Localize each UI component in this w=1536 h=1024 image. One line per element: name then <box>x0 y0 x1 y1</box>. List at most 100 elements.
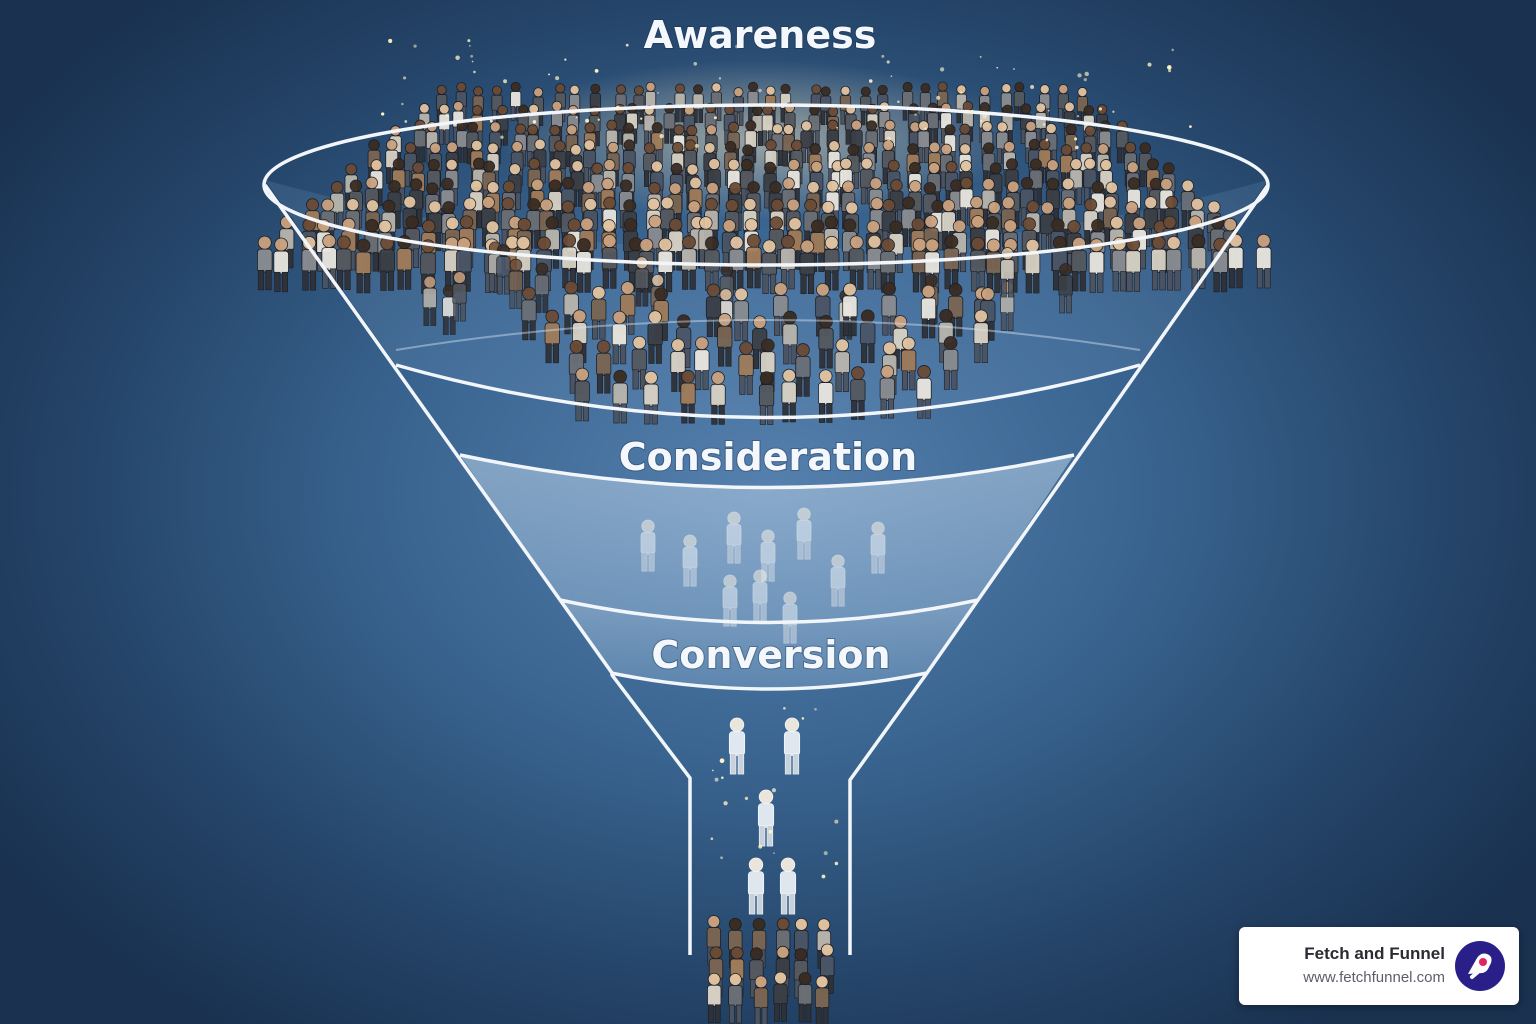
person-figure <box>842 282 858 337</box>
divider-conversion-bottom <box>610 671 928 691</box>
sparkle-dot <box>1074 137 1078 141</box>
sparkle-dot <box>615 105 620 110</box>
person-figure <box>797 972 813 1023</box>
person-figure <box>670 338 686 392</box>
person-figure <box>795 343 811 397</box>
person-figure <box>758 371 775 425</box>
person-figure <box>1151 235 1167 291</box>
sparkle-dot <box>694 143 699 148</box>
sparkle-dot <box>868 79 873 83</box>
sparkle-dot <box>720 856 723 860</box>
sparkle-dot <box>470 54 474 58</box>
sparkle-dot <box>1112 110 1115 113</box>
sparkle-dot <box>713 116 717 120</box>
sparkle-dot <box>445 113 450 118</box>
sparkle-dot <box>693 61 698 66</box>
sparkle-dot <box>1171 48 1175 52</box>
funnel-left-wall <box>263 183 692 955</box>
sparkle-dot <box>982 113 987 119</box>
person-figure <box>521 286 537 341</box>
person-figure <box>728 973 743 1024</box>
sparkle-dot <box>771 788 777 793</box>
person-figure <box>355 238 372 294</box>
sparkle-dot <box>721 776 724 780</box>
sparkle-dot <box>1013 68 1015 70</box>
sparkle-dot <box>625 43 629 47</box>
person-figure <box>1228 233 1244 289</box>
awareness-inner-rim <box>395 319 1141 351</box>
person-figure <box>800 120 813 164</box>
sparkle-dot <box>585 118 590 123</box>
sparkle-dot <box>783 706 786 710</box>
sparkle-dot <box>564 58 567 61</box>
funnel-outline <box>262 103 1270 955</box>
person-figure <box>747 857 765 915</box>
person-figure <box>496 104 509 146</box>
sparkle-dot <box>1077 73 1082 78</box>
person-figure <box>830 554 846 607</box>
sparkle-dot <box>1083 77 1087 82</box>
person-figure <box>738 341 754 395</box>
person-figure <box>455 82 467 121</box>
person-figure <box>920 284 937 339</box>
person-figure <box>640 519 656 572</box>
sparkle-dot <box>914 113 917 116</box>
divider-consideration <box>459 453 1075 490</box>
sparkle-dot <box>1045 138 1049 142</box>
person-figure <box>850 366 866 420</box>
person-figure <box>866 234 883 290</box>
sparkle-dot <box>1075 145 1079 150</box>
sparkle-dot <box>489 119 493 123</box>
divider-awareness <box>395 363 1141 420</box>
brand-url[interactable]: www.fetchfunnel.com <box>1303 969 1445 986</box>
divider-conversion <box>559 598 979 625</box>
sparkle-dot <box>1047 109 1050 112</box>
person-figure <box>1024 238 1041 294</box>
stage-label-conversion: Conversion <box>651 633 890 677</box>
sparkle-dot <box>500 135 504 139</box>
sparkle-dot <box>640 117 643 120</box>
sparkle-dot <box>768 830 772 834</box>
person-figure <box>1034 102 1047 144</box>
person-figure <box>544 309 560 364</box>
person-figure <box>752 569 768 622</box>
person-figure <box>726 511 742 564</box>
person-figure <box>574 367 590 422</box>
person-figure <box>834 338 850 393</box>
brand-card[interactable]: Fetch and Funnel www.fetchfunnel.com <box>1239 927 1519 1005</box>
sparkle-dot <box>801 717 805 720</box>
sparkle-dot <box>1189 125 1192 128</box>
fetch-funnel-logo-icon <box>1455 941 1505 991</box>
person-figure <box>694 336 710 390</box>
person-figure <box>722 574 738 627</box>
sparkle-dot <box>735 44 740 49</box>
person-figure <box>707 972 722 1024</box>
sparkle-dot <box>388 38 393 44</box>
person-figure <box>781 368 797 423</box>
person-figure <box>596 339 612 394</box>
sparkle-dot <box>710 837 714 841</box>
sparkle-dot <box>404 120 408 123</box>
sparkle-dot <box>886 60 890 64</box>
sparkle-dot <box>575 116 578 119</box>
person-figure <box>773 971 788 1022</box>
sparkle-dot <box>890 75 893 78</box>
sparkle-dot <box>712 769 714 772</box>
person-figure <box>717 313 733 367</box>
person-figure <box>422 275 437 326</box>
person-figure <box>273 237 289 293</box>
sparkle-dot <box>1167 65 1172 70</box>
person-figure <box>508 258 523 309</box>
sparkles <box>381 38 1192 879</box>
person-figure <box>1071 236 1087 292</box>
sparkle-dot <box>532 120 537 124</box>
sparkle-dot <box>548 73 550 76</box>
stage-label-consideration: Consideration <box>619 435 917 479</box>
person-figure <box>336 235 352 290</box>
person-figure <box>881 281 897 336</box>
person-figure <box>753 975 769 1024</box>
sparkle-dot <box>413 44 417 48</box>
sparkle-dot <box>1168 69 1172 73</box>
